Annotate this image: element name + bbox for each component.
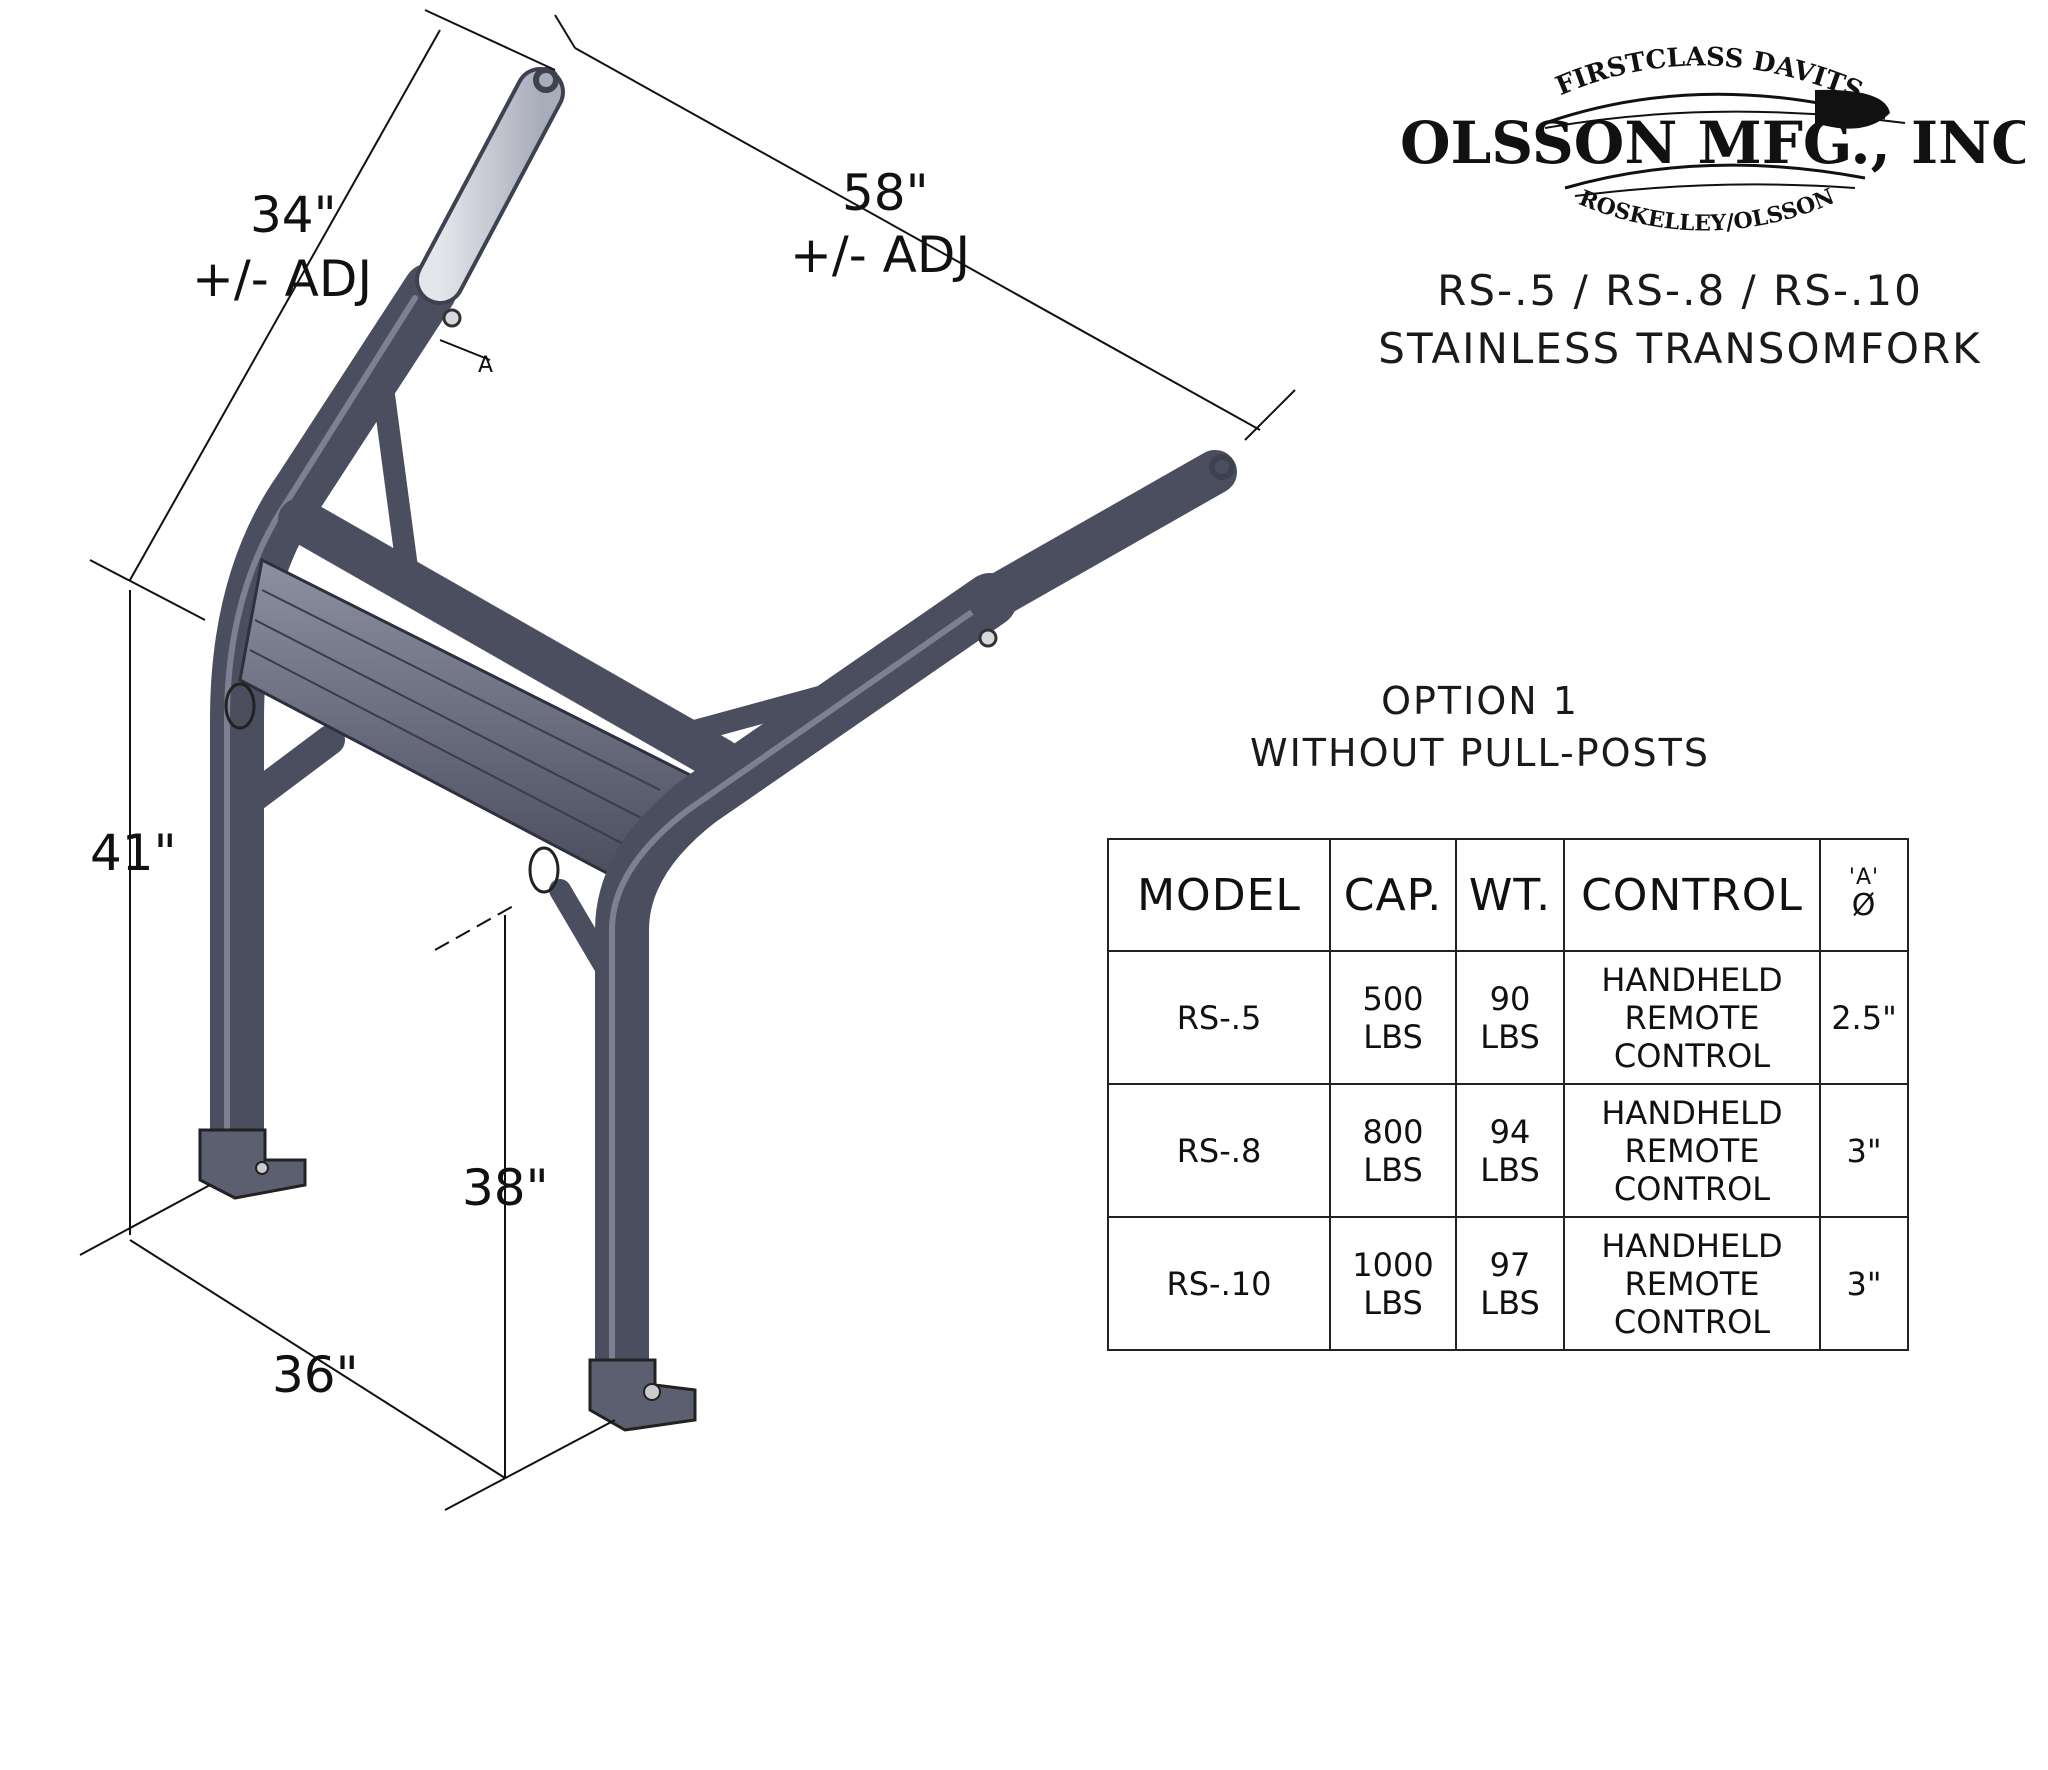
cell-a-diameter: 3" (1819, 1216, 1909, 1351)
cell-cap: 500 LBS (1329, 950, 1457, 1085)
cell-control-line1: HANDHELD (1601, 960, 1783, 999)
cell-control-line2: REMOTE (1624, 998, 1760, 1037)
product-name: STAINLESS TRANSOMFORK (1378, 324, 1982, 373)
cell-control: HANDHELD REMOTE CONTROL (1563, 1083, 1821, 1218)
cell-cap-value: 1000 (1352, 1245, 1434, 1284)
adjustable-extension-tube (415, 67, 565, 328)
cell-control-line3: CONTROL (1613, 1036, 1771, 1075)
cell-a-diameter: 2.5" (1819, 950, 1909, 1085)
header-control: CONTROL (1563, 838, 1821, 952)
cell-control: HANDHELD REMOTE CONTROL (1563, 1216, 1821, 1351)
table-header-row: MODEL CAP. WT. CONTROL 'A' Ø (1107, 838, 1909, 952)
cell-model: RS-.5 (1107, 950, 1331, 1085)
dim-34-label: 34" (250, 186, 337, 244)
dim-41-label: 41" (90, 824, 177, 882)
cell-control-line2: REMOTE (1624, 1264, 1760, 1303)
header-a-diameter: 'A' Ø (1819, 838, 1909, 952)
header-cap: CAP. (1329, 838, 1457, 952)
base-plate-left (198, 1128, 307, 1200)
dim-58-adj-label: +/- ADJ (790, 226, 970, 284)
cell-control-line1: HANDHELD (1601, 1093, 1783, 1132)
dim-38-label: 38" (462, 1159, 549, 1217)
cell-control-line3: CONTROL (1613, 1302, 1771, 1341)
option-number: OPTION 1 (1381, 679, 1579, 723)
cell-wt-value: 94 (1489, 1112, 1531, 1151)
table-row: RS-.5 500 LBS 90 LBS HANDHELD REMOTE CON… (1107, 950, 1909, 1085)
dim-36-label: 36" (272, 1346, 359, 1404)
cell-cap-unit: LBS (1363, 1017, 1423, 1056)
a-marker-label: A (478, 353, 493, 378)
cell-wt-value: 97 (1489, 1245, 1531, 1284)
cell-wt-unit: LBS (1480, 1150, 1540, 1189)
cell-cap: 1000 LBS (1329, 1216, 1457, 1351)
cell-control: HANDHELD REMOTE CONTROL (1563, 950, 1821, 1085)
cell-wt-unit: LBS (1480, 1283, 1540, 1322)
spec-table: MODEL CAP. WT. CONTROL 'A' Ø RS-.5 500 L… (1107, 838, 1909, 1351)
cell-cap-value: 500 (1362, 979, 1424, 1018)
diameter-symbol: Ø (1851, 888, 1877, 923)
cell-wt-value: 90 (1489, 979, 1531, 1018)
cell-control-line1: HANDHELD (1601, 1226, 1783, 1265)
cell-wt: 90 LBS (1455, 950, 1565, 1085)
product-title: RS-.5 / RS-.8 / RS-.10 STAINLESS TRANSOM… (1320, 262, 2040, 378)
dim-58-label: 58" (842, 164, 929, 222)
dimension-lines (79, 9, 1296, 1511)
cell-cap-unit: LBS (1363, 1150, 1423, 1189)
option-description: WITHOUT PULL-POSTS (1250, 731, 1710, 775)
base-plate-right (588, 1358, 697, 1432)
product-models: RS-.5 / RS-.8 / RS-.10 (1437, 266, 1923, 315)
cell-cap-unit: LBS (1363, 1283, 1423, 1322)
cell-cap: 800 LBS (1329, 1083, 1457, 1218)
cell-model: RS-.8 (1107, 1083, 1331, 1218)
right-leg (595, 450, 1237, 1387)
cell-a-diameter: 3" (1819, 1083, 1909, 1218)
header-a-label: 'A' (1848, 865, 1880, 890)
option-caption: OPTION 1 WITHOUT PULL-POSTS (1170, 675, 1790, 779)
cell-control-line3: CONTROL (1613, 1169, 1771, 1208)
cell-wt-unit: LBS (1480, 1017, 1540, 1056)
dim-34-adj-label: +/- ADJ (192, 250, 372, 308)
logo-company-name: OLSSON MFG., INC. (1400, 109, 2025, 177)
olsson-logo: FIRSTCLASS DAVITS OLSSON MFG., INC. ROSK… (1385, 28, 2048, 238)
cell-wt: 97 LBS (1455, 1216, 1565, 1351)
cell-control-line2: REMOTE (1624, 1131, 1760, 1170)
header-wt: WT. (1455, 838, 1565, 952)
cell-cap-value: 800 (1362, 1112, 1424, 1151)
cell-wt: 94 LBS (1455, 1083, 1565, 1218)
header-model: MODEL (1107, 838, 1331, 952)
cell-model: RS-.10 (1107, 1216, 1331, 1351)
table-row: RS-.10 1000 LBS 97 LBS HANDHELD REMOTE C… (1107, 1216, 1909, 1351)
table-row: RS-.8 800 LBS 94 LBS HANDHELD REMOTE CON… (1107, 1083, 1909, 1218)
